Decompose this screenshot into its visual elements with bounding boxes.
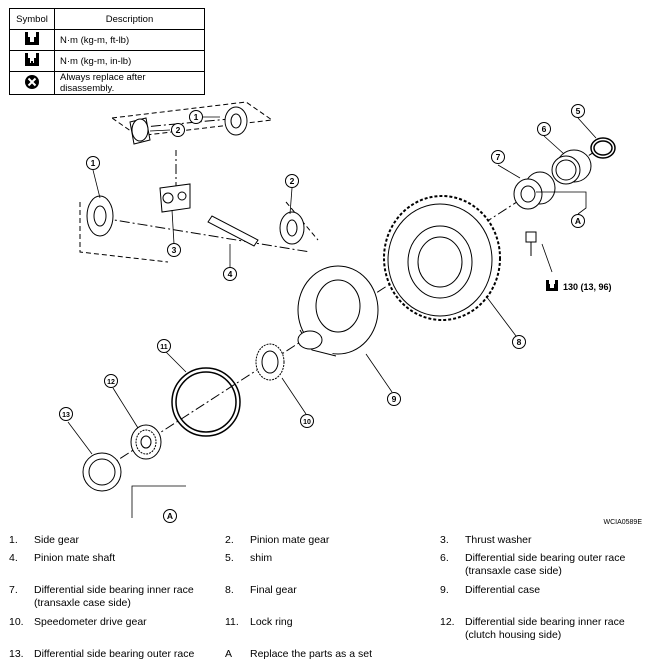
callout-2-right (285, 174, 299, 188)
replace-part-icon (9, 71, 55, 95)
set-marker-label: A (575, 216, 581, 226)
symbol-description: Always replace after disassembly. (54, 71, 205, 95)
callout-A-right (571, 214, 585, 228)
set-marker-label: A (167, 511, 173, 521)
image-reference: WCIA0589E (603, 519, 642, 526)
callout-1-left (86, 156, 100, 170)
differential-case (297, 265, 379, 357)
callout-label: 1 (91, 158, 96, 168)
callout-label: 4 (228, 269, 233, 279)
callout-label: 5 (576, 106, 581, 116)
callout-label: 9 (392, 394, 397, 404)
callout-8 (512, 335, 526, 349)
callout-12 (104, 374, 118, 388)
pinion-mate-gear-upper (129, 117, 151, 145)
side-gear-left (86, 195, 114, 237)
callout-label: 11 (160, 344, 168, 351)
callout-label: 1 (194, 112, 199, 122)
callout-label: 12 (107, 379, 115, 386)
symbol-table: Symbol Description N·m (kg-m, ft-lb) N·m… (9, 8, 205, 95)
callout-4 (223, 267, 237, 281)
callout-2-upper (171, 123, 185, 137)
callout-label: 7 (496, 152, 501, 162)
torque-wrench-icon (9, 29, 55, 51)
callout-10 (300, 414, 314, 428)
callout-7 (491, 150, 505, 164)
exploded-diagram: 1 2 1 2 3 4 5 6 7 8 9 10 11 12 13 A A 13… (59, 101, 616, 523)
bearing-outer-race-clutch (82, 452, 122, 492)
callout-6 (537, 122, 551, 136)
bearing-inner-race-transaxle (513, 171, 556, 210)
thrust-washer-part (159, 183, 191, 213)
torque-wrench-icon (546, 280, 558, 291)
callout-A-bottom (163, 509, 177, 523)
symbol-table-row: Always replace after disassembly. (9, 71, 205, 95)
pinion-mate-gear-right (279, 211, 305, 245)
bearing-inner-race-clutch (130, 424, 162, 460)
side-gear-upper (224, 106, 248, 136)
callout-13 (59, 407, 73, 421)
callouts (59, 104, 585, 523)
bearing-outer-race-transaxle (551, 149, 592, 185)
callout-label: 10 (303, 419, 311, 426)
shim-part (590, 137, 616, 159)
callout-11 (157, 339, 171, 353)
callout-label: 2 (176, 125, 181, 135)
lock-ring (171, 367, 241, 437)
final-gear (383, 195, 501, 321)
callout-label: 8 (517, 337, 522, 347)
final-gear-bolt (525, 231, 537, 256)
callout-3 (167, 243, 181, 257)
callout-5 (571, 104, 585, 118)
symbol-table-header: Symbol Description (9, 8, 205, 30)
speedometer-drive-gear (255, 343, 285, 381)
callout-1-upper (189, 110, 203, 124)
callout-label: 13 (62, 412, 70, 419)
callout-label: 2 (290, 176, 295, 186)
torque-spec: 130 (13, 96) (546, 280, 612, 292)
callout-label: 3 (172, 245, 177, 255)
torque-spec-value: 130 (13, 96) (563, 282, 612, 292)
callout-9 (387, 392, 401, 406)
pinion-mate-shaft (207, 215, 259, 247)
callout-label: 6 (542, 124, 547, 134)
